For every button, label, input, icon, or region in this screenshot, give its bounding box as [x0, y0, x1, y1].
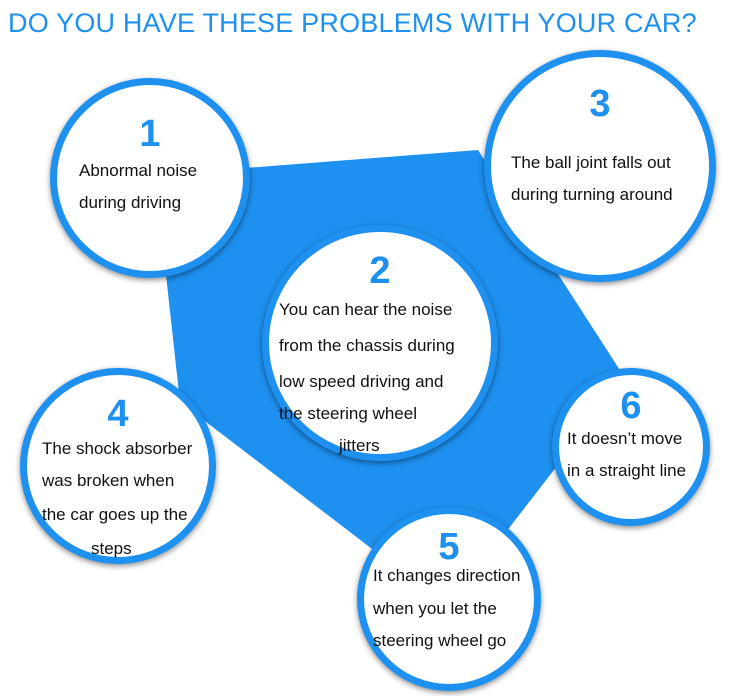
problem-circle-4: 4 The shock absorber was broken when the… — [20, 368, 216, 564]
problem-text-3-line-2: during turning around — [511, 185, 673, 204]
page-title: DO YOU HAVE THESE PROBLEMS WITH YOUR CAR… — [8, 8, 697, 38]
problem-text-5-line-1: It changes direction — [373, 566, 521, 585]
problem-circle-3: 3 The ball joint falls out during turnin… — [484, 50, 716, 282]
problem-text-3-line-1: The ball joint falls out — [511, 153, 671, 172]
problem-text-1-line-1: Abnormal noise — [79, 161, 198, 180]
problem-text-6-line-1: It doesn’t move — [567, 429, 683, 448]
problem-text-4-line-1: The shock absorber — [42, 439, 193, 458]
problem-circle-6: 6 It doesn’t move in a straight line — [552, 368, 710, 526]
problem-text-2-line-3: low speed driving and — [279, 372, 444, 391]
problem-text-2-line-2: from the chassis during — [279, 336, 455, 355]
problem-text-1-line-2: during driving — [79, 193, 182, 212]
problem-text-4-line-3: the car goes up the — [42, 505, 188, 524]
problem-text-5-line-3: steering wheel go — [373, 631, 507, 650]
problem-text-2-line-5: jitters — [339, 436, 380, 455]
problem-circle-5: 5 It changes direction when you let the … — [357, 507, 541, 691]
problem-text-4-line-2: was broken when — [42, 471, 175, 490]
problem-number-5: 5 — [438, 526, 460, 568]
problem-circle-1: 1 Abnormal noise during driving — [50, 78, 250, 278]
problem-text-5-line-2: when you let the — [373, 599, 497, 618]
problem-text-6-line-2: in a straight line — [567, 461, 687, 480]
problem-number-1: 1 — [139, 113, 161, 155]
problem-number-3: 3 — [589, 83, 611, 125]
problem-text-2-line-4: the steering wheel — [279, 404, 417, 423]
problem-text-4-line-4: steps — [91, 539, 132, 558]
problem-number-4: 4 — [107, 393, 129, 435]
problem-circle-2: 2 You can hear the noise from the chassi… — [262, 225, 498, 461]
problem-text-2-line-1: You can hear the noise — [279, 300, 453, 319]
problem-number-2: 2 — [369, 250, 391, 292]
problem-number-6: 6 — [620, 385, 642, 427]
